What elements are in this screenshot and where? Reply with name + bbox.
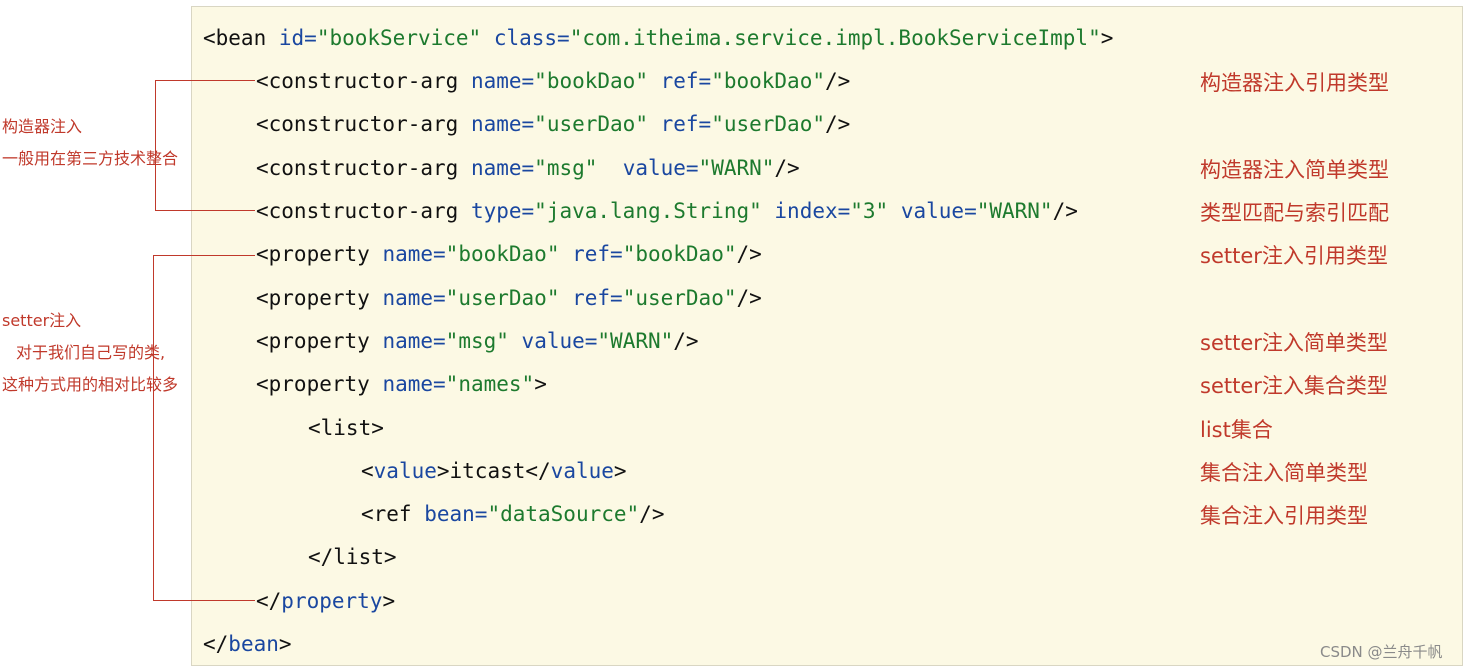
code-line-property-msg: <property name="msg" value="WARN"/>: [256, 329, 699, 353]
annotation-constructor-note: 一般用在第三方技术整合: [2, 149, 179, 168]
code-line-value-itcast: <value>itcast</value>: [361, 459, 627, 483]
code-line-bean-open: <bean id="bookService" class="com.itheim…: [203, 26, 1114, 50]
annotation-constructor-title: 构造器注入: [2, 117, 83, 136]
setter-bracket-top: [153, 255, 255, 256]
comment-constructor-ref: 构造器注入引用类型: [1200, 71, 1389, 95]
setter-bracket-bottom: [153, 600, 255, 601]
code-line-property-names: <property name="names">: [256, 372, 547, 396]
code-line-bean-close: </bean>: [203, 632, 292, 656]
comment-setter-collection: setter注入集合类型: [1200, 374, 1388, 398]
setter-bracket-vertical: [153, 255, 154, 601]
comment-setter-simple: setter注入简单类型: [1200, 331, 1388, 355]
code-line-constructor-msg: <constructor-arg name="msg" value="WARN"…: [256, 156, 800, 180]
watermark: CSDN @兰舟千帆: [1320, 643, 1443, 661]
code-line-property-bookdao: <property name="bookDao" ref="bookDao"/>: [256, 242, 762, 266]
constructor-bracket-bottom: [155, 210, 255, 211]
annotation-setter-title: setter注入: [2, 311, 82, 330]
comment-collection-ref: 集合注入引用类型: [1200, 504, 1368, 528]
annotation-setter-note-1: 对于我们自己写的类,: [16, 343, 166, 362]
code-line-ref-datasource: <ref bean="dataSource"/>: [361, 502, 665, 526]
comment-setter-ref: setter注入引用类型: [1200, 244, 1388, 268]
code-line-constructor-bookdao: <constructor-arg name="bookDao" ref="boo…: [256, 69, 851, 93]
code-line-property-close: </property>: [256, 589, 396, 613]
comment-collection-simple: 集合注入简单类型: [1200, 461, 1368, 485]
code-line-constructor-type-index: <constructor-arg type="java.lang.String"…: [256, 199, 1078, 223]
code-line-property-userdao: <property name="userDao" ref="userDao"/>: [256, 286, 762, 310]
comment-constructor-simple: 构造器注入简单类型: [1200, 158, 1389, 182]
code-line-list-open: <list>: [308, 416, 384, 440]
constructor-bracket-top: [155, 80, 255, 81]
comment-list-collection: list集合: [1200, 418, 1273, 442]
annotation-setter-note-2: 这种方式用的相对比较多: [2, 375, 179, 394]
comment-type-index-match: 类型匹配与索引匹配: [1200, 201, 1389, 225]
code-line-list-close: </list>: [308, 545, 397, 569]
constructor-bracket-vertical: [155, 80, 156, 211]
code-line-constructor-userdao: <constructor-arg name="userDao" ref="use…: [256, 112, 851, 136]
code-panel: [191, 6, 1463, 666]
